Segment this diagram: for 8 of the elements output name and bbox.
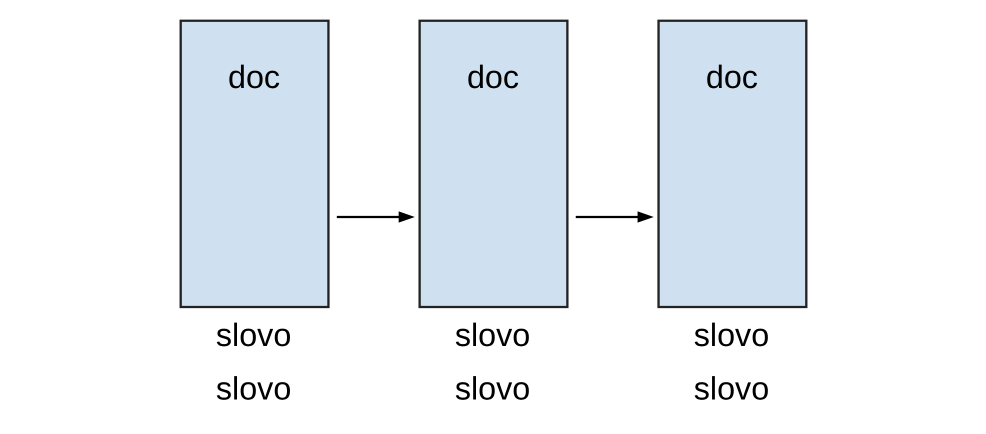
arrow [575, 211, 654, 223]
node-label: slovo [693, 317, 769, 354]
node-label: slovo [454, 370, 530, 406]
node-label: slovo [215, 370, 291, 406]
arrow [336, 211, 414, 223]
node-label: slovo [693, 370, 769, 406]
node-label: slovo [215, 317, 291, 354]
node-label: slovo [454, 317, 530, 354]
